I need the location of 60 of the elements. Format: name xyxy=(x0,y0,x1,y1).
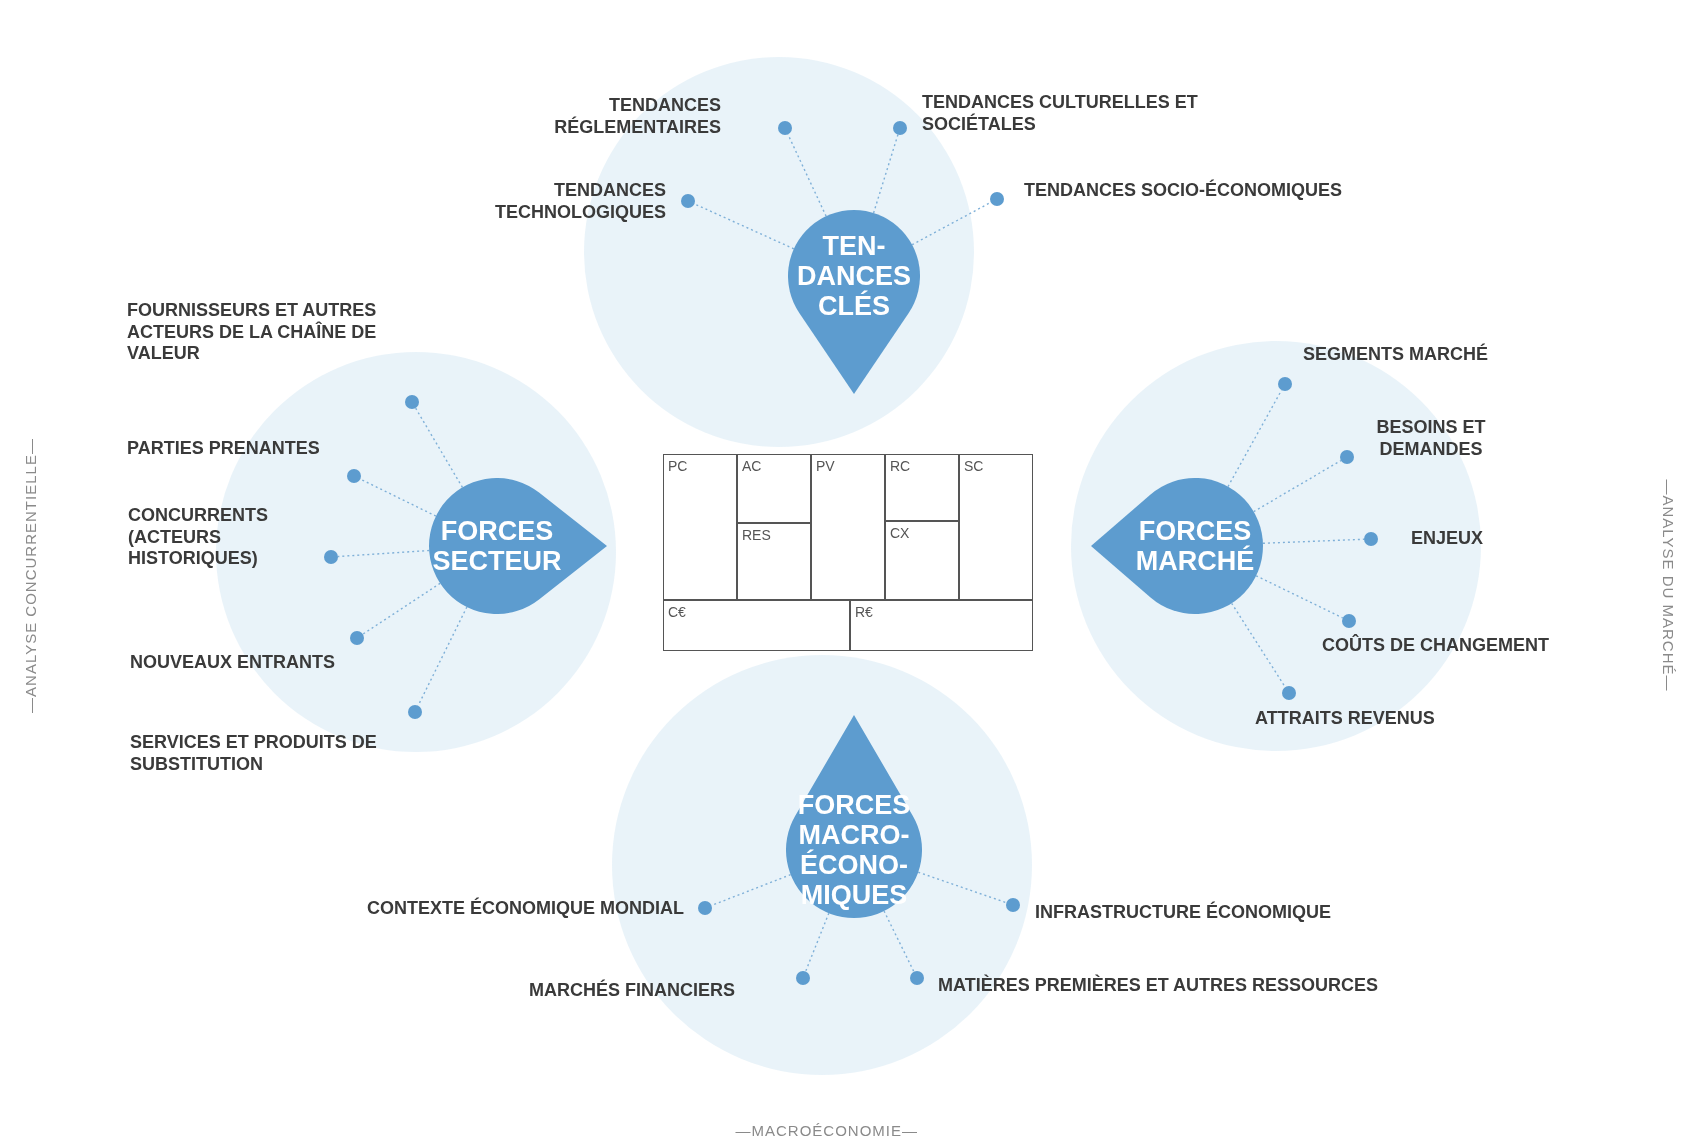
drop-title: FORCES SECTEUR xyxy=(431,516,563,577)
dotted-connector xyxy=(337,549,430,558)
factor-label: SEGMENTS MARCHÉ xyxy=(1303,344,1489,366)
drop-shape xyxy=(788,210,920,394)
dotted-connector xyxy=(414,407,464,489)
dotted-connector xyxy=(693,203,795,250)
drop-shape xyxy=(429,478,607,614)
factor-label: BESOINS ET DEMANDES xyxy=(1375,417,1487,461)
canvas-cell xyxy=(885,521,959,600)
cell-abbreviation: PV xyxy=(816,458,835,474)
cell-abbreviation: RC xyxy=(890,458,911,474)
factor-label: NOUVEAUX ENTRANTS xyxy=(130,652,336,674)
canvas-cell xyxy=(959,454,1033,600)
section-label: —MACROÉCONOMIE— xyxy=(735,1121,918,1139)
cell-abbreviation: R€ xyxy=(855,604,873,620)
dotted-connector xyxy=(804,912,830,973)
canvas-cell xyxy=(737,454,811,523)
factor-label: TENDANCES RÉGLEMENTAIRES xyxy=(553,95,721,139)
section-label: —ANALYSE DU MARCHÉ— xyxy=(1659,478,1677,692)
cell-abbreviation: PC xyxy=(668,458,688,474)
factor-label: TENDANCES TECHNOLOGIQUES xyxy=(494,180,666,224)
cell-abbreviation: CX xyxy=(890,525,910,541)
cell-abbreviation: RES xyxy=(742,527,771,543)
factor-label: FOURNISSEURS ET AUTRES ACTEURS DE LA CHAÎNE DE VALEUR xyxy=(127,300,378,365)
cell-abbreviation: C€ xyxy=(668,604,686,620)
dotted-connector xyxy=(872,134,899,214)
dotted-connector xyxy=(1262,538,1365,544)
drop-shape xyxy=(1091,478,1263,614)
factor-label: MATIÈRES PREMIÈRES ET AUTRES RESSOURCES xyxy=(938,975,1380,997)
cell-abbreviation: SC xyxy=(964,458,984,474)
canvas-cell xyxy=(663,600,850,651)
factor-label: PARTIES PRENANTES xyxy=(127,438,321,460)
factor-label: SERVICES ET PRODUITS DE SUBSTITUTION xyxy=(130,732,378,776)
dotted-connector xyxy=(1230,602,1286,688)
factor-label: TENDANCES SOCIO-ÉCONOMIQUES xyxy=(1024,180,1344,202)
drop-title: FORCES MARCHÉ xyxy=(1134,516,1256,577)
canvas-cell xyxy=(850,600,1033,651)
canvas-cell xyxy=(663,454,737,600)
factor-label: COÛTS DE CHANGEMENT xyxy=(1322,635,1550,657)
dotted-connector xyxy=(359,478,437,517)
factor-label: CONCURRENTS (ACTEURS HISTORIQUES) xyxy=(128,505,269,570)
factor-label: ENJEUX xyxy=(1411,528,1485,550)
factor-label: MARCHÉS FINANCIERS xyxy=(528,980,735,1002)
factor-label: TENDANCES CULTURELLES ET SOCIÉTALES xyxy=(922,92,1199,136)
canvas-cell xyxy=(811,454,885,600)
factor-label: ATTRAITS REVENUS xyxy=(1255,708,1436,730)
factor-label: CONTEXTE ÉCONOMIQUE MONDIAL xyxy=(366,898,684,920)
dotted-connector xyxy=(362,582,441,635)
dotted-connector xyxy=(1253,459,1342,513)
dotted-connector xyxy=(883,910,915,973)
dotted-connector xyxy=(1255,575,1344,619)
canvas-cell xyxy=(737,523,811,600)
dotted-connector xyxy=(917,871,1008,904)
drop-shape xyxy=(786,715,922,918)
factor-label: INFRASTRUCTURE ÉCONOMIQUE xyxy=(1035,902,1332,924)
cell-abbreviation: AC xyxy=(742,458,762,474)
section-label: —ANALYSE CONCURRENTIELLE— xyxy=(21,437,39,713)
drop-title: TEN- DANCES CLÉS xyxy=(796,230,912,322)
dotted-connector xyxy=(911,201,992,246)
canvas-cell xyxy=(885,454,959,521)
